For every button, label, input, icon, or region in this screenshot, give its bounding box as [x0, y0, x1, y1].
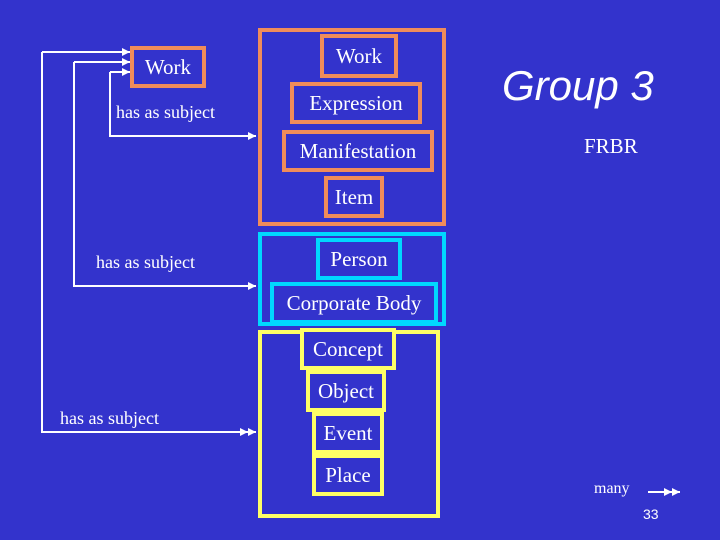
group1-work-label: Work: [335, 43, 383, 68]
place-box: Place: [312, 454, 384, 496]
manifestation-box: Manifestation: [282, 130, 434, 172]
event-label: Event: [323, 420, 373, 445]
item-box: Item: [324, 176, 384, 218]
concept-box: Concept: [300, 328, 396, 370]
connector-group3: [41, 52, 256, 433]
arrowhead-icon: [248, 132, 256, 140]
arrowhead-icon: [248, 428, 256, 436]
object-label: Object: [318, 378, 374, 403]
arrowhead-icon: [122, 58, 130, 66]
corporate-body-label: Corporate Body: [286, 290, 422, 315]
item-label: Item: [334, 184, 374, 209]
slide-title: Group 3: [502, 62, 654, 109]
has-as-subject-label-3: has as subject: [60, 408, 159, 428]
left-work-box: Work: [130, 46, 206, 88]
arrowhead-icon: [248, 282, 256, 290]
concept-label: Concept: [313, 336, 383, 361]
person-box: Person: [316, 238, 402, 280]
has-as-subject-label-2: has as subject: [96, 252, 195, 272]
double-arrow-icon: [672, 488, 680, 496]
connector-group1: [109, 72, 256, 137]
connector-group2: [73, 62, 256, 287]
person-label: Person: [330, 246, 388, 271]
expression-label: Expression: [309, 90, 403, 115]
event-box: Event: [312, 412, 384, 454]
double-arrow-icon: [664, 488, 672, 496]
group1-container: [258, 28, 446, 226]
corporate-body-box: Corporate Body: [270, 282, 438, 324]
left-work-label: Work: [144, 54, 192, 79]
manifestation-label: Manifestation: [299, 138, 417, 163]
has-as-subject-label-1: has as subject: [116, 102, 215, 122]
object-box: Object: [306, 370, 386, 412]
arrowhead-icon: [122, 68, 130, 76]
place-label: Place: [325, 462, 371, 487]
legend-many-label: many: [594, 480, 630, 497]
expression-box: Expression: [290, 82, 422, 124]
group2-container: [258, 232, 446, 326]
group1-work-box: Work: [320, 34, 398, 78]
page-number: 33: [643, 506, 659, 522]
arrowhead-icon: [240, 428, 248, 436]
slide-subtitle: FRBR: [584, 134, 638, 158]
arrowhead-icon: [122, 48, 130, 56]
